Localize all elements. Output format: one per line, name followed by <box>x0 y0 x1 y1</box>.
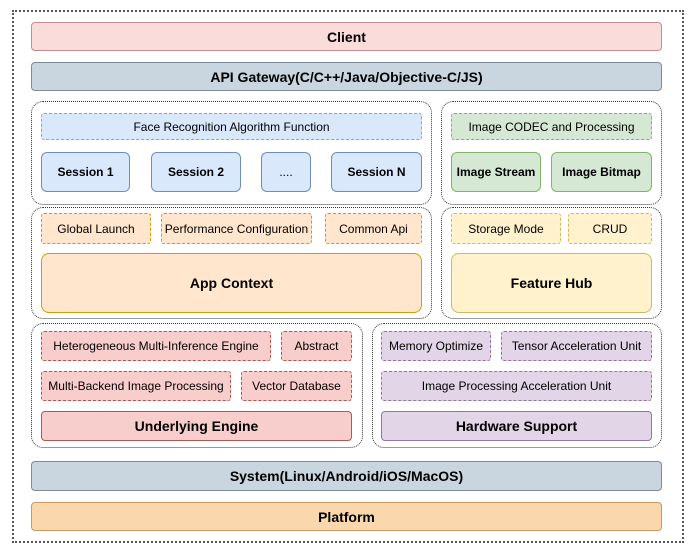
image-codec-title: Image CODEC and Processing <box>451 113 652 140</box>
platform-layer: Platform <box>31 502 662 531</box>
image-codec-group <box>441 101 662 205</box>
global-launch: Global Launch <box>41 213 151 244</box>
client-layer: Client <box>31 22 662 51</box>
common-api: Common Api <box>325 213 422 244</box>
tensor-acceleration-unit: Tensor Acceleration Unit <box>501 331 652 361</box>
heterogeneous-multi-inference-engine: Heterogeneous Multi-Inference Engine <box>41 331 271 361</box>
crud: CRUD <box>568 213 652 244</box>
image-stream: Image Stream <box>451 152 541 192</box>
vector-database: Vector Database <box>241 371 352 401</box>
image-bitmap: Image Bitmap <box>551 152 652 192</box>
app-context: App Context <box>41 253 422 313</box>
multi-backend-image-processing: Multi-Backend Image Processing <box>41 371 231 401</box>
session-1: Session 1 <box>41 152 130 192</box>
performance-configuration: Performance Configuration <box>161 213 312 244</box>
feature-hub: Feature Hub <box>451 253 652 313</box>
system-layer: System(Linux/Android/iOS/MacOS) <box>31 461 662 491</box>
underlying-engine-group <box>31 323 363 448</box>
face-recognition-group <box>31 101 432 205</box>
hardware-support-group <box>372 323 662 448</box>
hardware-support: Hardware Support <box>381 411 652 441</box>
api-gateway-layer: API Gateway(C/C++/Java/Objective-C/JS) <box>31 62 662 91</box>
image-processing-acceleration-unit: Image Processing Acceleration Unit <box>381 371 652 401</box>
face-recognition-title: Face Recognition Algorithm Function <box>41 113 422 140</box>
underlying-engine: Underlying Engine <box>41 411 352 441</box>
architecture-frame <box>12 10 684 543</box>
feature-hub-group <box>441 207 662 319</box>
session-2: Session 2 <box>151 152 241 192</box>
abstract: Abstract <box>281 331 352 361</box>
memory-optimize: Memory Optimize <box>381 331 491 361</box>
session-n: Session N <box>331 152 422 192</box>
session-ellipsis: .... <box>261 152 311 192</box>
app-context-group <box>31 207 432 319</box>
storage-mode: Storage Mode <box>451 213 561 244</box>
